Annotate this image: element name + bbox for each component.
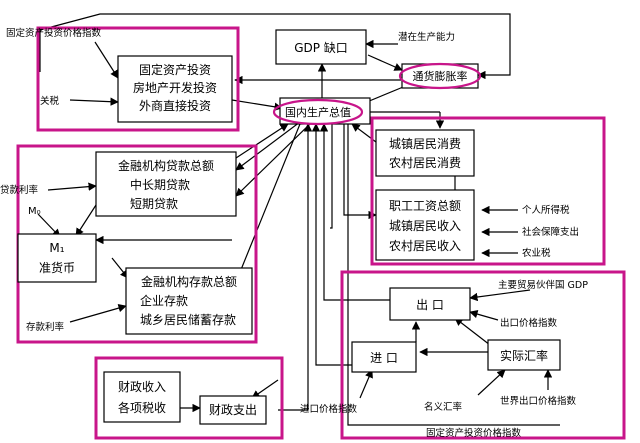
fiscal-expenditure-text: 财政支出: [209, 403, 257, 417]
deposits-line-1: 金融机构存款总额: [141, 274, 237, 289]
deposits-line-3: 城乡居民储蓄存款: [140, 312, 236, 327]
consumption-line-2: 农村居民消费: [389, 156, 461, 170]
loans-line-1: 金融机构贷款总额: [118, 158, 214, 173]
connectors: [37, 13, 560, 426]
real-fx-text: 实际汇率: [500, 348, 548, 363]
node-boxes: [17, 29, 561, 425]
group-frames: [16, 26, 626, 440]
income-line-2: 城镇居民收入: [389, 219, 461, 233]
consumption-line-1: 城镇居民消费: [389, 137, 461, 151]
inflation-text: 通货膨胀率: [413, 69, 468, 83]
gdp-highlight: [272, 98, 364, 126]
label-deposit-rate: 存款利率: [26, 321, 65, 333]
investment-line-1: 固定资产投资: [139, 62, 211, 77]
label-export-price-index: 出口价格指数: [500, 317, 558, 329]
income-line-3: 农村居民收入: [389, 239, 461, 253]
label-agri-tax: 农业税: [522, 247, 551, 259]
deposits-box: [125, 267, 253, 335]
label-nominal-fx: 名义汇率: [424, 401, 463, 413]
label-fa-price-index-bottom: 固定资产投资价格指数: [426, 427, 522, 439]
gdp-gap-box: [275, 29, 367, 65]
investment-box: [117, 55, 233, 123]
investment-line-3: 外商直接投资: [139, 98, 211, 113]
income-box: [375, 189, 475, 261]
label-personal-income-tax: 个人所得税: [522, 204, 570, 216]
consumption-box: [375, 129, 475, 177]
label-world-export-price-index: 世界出口价格指数: [500, 395, 577, 407]
label-loan-rate: 贷款利率: [0, 184, 39, 196]
deposits-line-2: 企业存款: [140, 293, 188, 308]
gdp-text: 国内生产总值: [285, 105, 351, 119]
inflation-highlight: [398, 62, 482, 90]
real-fx-box: [487, 339, 561, 371]
export-text: 出 口: [416, 298, 444, 312]
label-social-security: 社会保障支出: [522, 226, 579, 238]
fiscal-revenue-box: [103, 371, 181, 423]
fiscal-expenditure-box: [199, 395, 267, 425]
label-fa-price-index-top: 固定资产投资价格指数: [6, 27, 102, 39]
income-line-1: 职工工资总额: [389, 199, 461, 213]
m1-sub-text: 准货币: [39, 260, 75, 275]
label-potential-capacity: 潜在生产能力: [398, 31, 455, 43]
export-box: [389, 287, 471, 321]
label-import-price-index: 进口价格指数: [300, 403, 358, 415]
label-partner-gdp: 主要贸易伙伴国 GDP: [498, 279, 588, 291]
label-tariff: 关税: [40, 95, 60, 107]
investment-line-2: 房地产开发投资: [133, 80, 217, 95]
fiscal-revenue-line-1: 财政收入: [118, 380, 166, 394]
loans-box: [95, 151, 237, 217]
m1-text: M₁: [49, 241, 64, 255]
gdp-gap-text: GDP 缺口: [294, 40, 348, 55]
import-text: 进 口: [370, 351, 398, 365]
m1-box: [17, 233, 97, 283]
label-m0: M₀: [28, 206, 41, 217]
inflation-box: [401, 63, 479, 89]
fiscal-revenue-line-2: 各项税收: [118, 400, 166, 415]
import-box: [351, 341, 417, 373]
loans-line-2: 中长期贷款: [130, 177, 190, 192]
loans-line-3: 短期贷款: [130, 197, 178, 211]
